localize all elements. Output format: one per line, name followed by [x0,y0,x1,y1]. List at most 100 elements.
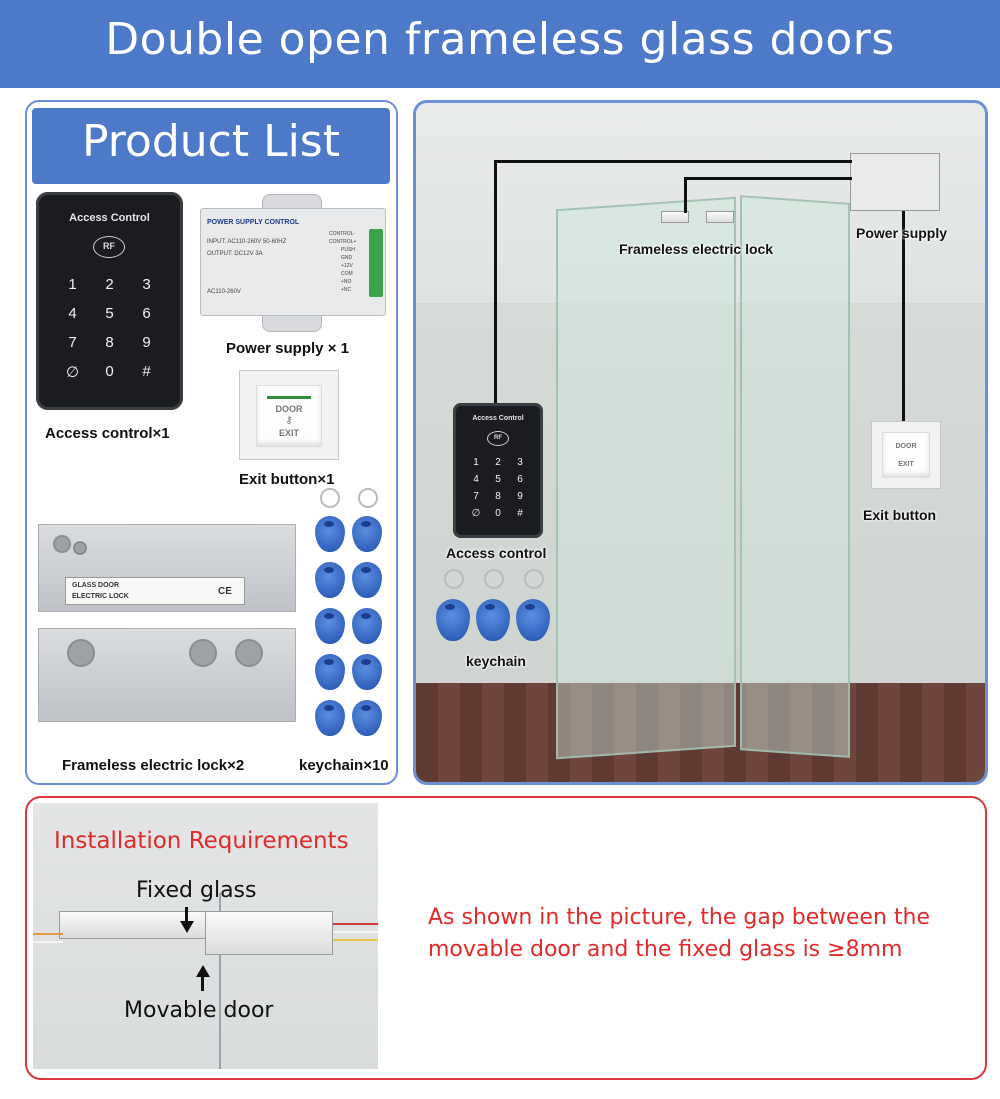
rfid-tag [352,608,382,644]
wire [902,211,905,421]
scene-label-frameless-lock: Frameless electric lock [619,241,774,257]
keypad-key: ∅ [65,364,80,381]
scene-rfid-tag [516,599,550,641]
scene-label-power-supply: Power supply [856,225,948,241]
product-list-header: Product List [32,108,390,184]
scene-exit-button: DOOR EXIT [871,421,941,489]
lock-device-right [205,911,333,955]
cable-white [333,931,378,933]
keypad-key: ∅ [471,508,481,519]
keypad-key: 6 [517,474,523,485]
mounting-hole [189,639,217,667]
keypad-key: 0 [495,508,501,519]
installation-title: Installation Requirements [54,828,349,854]
keypad-key: 6 [142,305,151,322]
scene-access-control-keypad: Access Control RF 1 2 3 4 5 6 7 8 9 ∅ 0 … [453,403,543,538]
rfid-tag [352,516,382,552]
psu-terminal-label: +12V [341,263,353,269]
keypad-key: 7 [68,334,77,351]
rfid-tag [352,562,382,598]
psu-terminal-label: COM [341,271,353,277]
scene-exit-top-text: DOOR [895,443,917,450]
cable-left-orange [33,933,63,935]
wire [494,160,852,163]
title-banner: Double open frameless glass doors [0,0,1000,88]
lock-plate-line2: ELECTRIC LOCK [72,593,129,600]
psu-terminal-label: GND [341,255,353,261]
movable-door-label: Movable door [124,998,274,1023]
rf-icon: RF [487,431,509,446]
keypad-key: 1 [68,276,77,293]
product-list-title: Product List [82,116,340,167]
electric-lock-body-image: GLASS DOOR ELECTRIC LOCK CE [38,524,296,612]
rfid-tag [352,700,382,736]
psu-input: INPUT: AC110-260V 50-60HZ [207,239,287,245]
scene-power-supply [850,153,940,211]
keypad-key: 4 [473,474,479,485]
exit-button-bottom-text: EXIT [278,428,299,438]
rfid-tag [352,654,382,690]
cable-left-white [33,941,63,943]
keychain-label: keychain×10 [299,757,389,774]
installation-photo [33,803,378,1069]
screw-hole [73,541,87,555]
keypad-key: 8 [495,491,501,502]
psu-terminal-label: CONTROL- [329,231,356,237]
psu-rating: AC110-260V [207,289,241,295]
keypad-key: 2 [495,457,501,468]
exit-button-top-text: DOOR [275,404,303,414]
scene-keypad-keys: 1 2 3 4 5 6 7 8 9 ∅ 0 # [465,457,531,519]
scene-exit-bottom-text: EXIT [898,461,914,468]
rfid-tag [315,608,345,644]
terminal-block [369,229,383,297]
keypad-key: 7 [473,491,479,502]
mounting-hole [235,639,263,667]
down-arrow-shaft [185,907,188,923]
ce-mark: CE [218,586,232,597]
keypad-key: 9 [517,491,523,502]
lock-nameplate: GLASS DOOR ELECTRIC LOCK CE [65,577,245,605]
psu-title: POWER SUPPLY CONTROL [207,219,300,226]
psu-terminal-label: +NC [341,287,352,293]
power-supply-label: Power supply × 1 [226,340,349,357]
scene-floor [416,683,985,782]
access-control-keypad-image: Access Control RF 1 2 3 4 5 6 7 8 9 ∅ 0 … [36,192,183,410]
keypad-key: 3 [517,457,523,468]
scene-label-exit-button: Exit button [863,507,937,523]
fixed-glass-edge [219,893,221,1069]
glass-door-left [556,196,736,760]
scene-lock [661,211,689,223]
keypad-key: # [142,363,151,380]
screw-hole [53,535,71,553]
psu-terminal-label: +NO [341,279,352,285]
installation-note: As shown in the picture, the gap between… [428,905,931,962]
glass-door-right [740,195,850,758]
banner-title: Double open frameless glass doors [105,14,895,65]
keypad-key: # [517,508,523,519]
keypad-key: 3 [142,276,151,293]
psu-terminal-label: CONTROL+ [329,239,357,245]
keypad-key: 5 [495,474,501,485]
rfid-tag [315,700,345,736]
exit-button-label: Exit button×1 [239,471,335,488]
scene-rfid-tag [436,599,470,641]
electric-lock-strike-image [38,628,296,722]
keypad-key: 5 [105,305,114,322]
rfid-tag [315,654,345,690]
rfid-tag [315,516,345,552]
mounting-hole [67,639,95,667]
keypad-key: 2 [105,276,114,293]
cable-red [333,923,378,925]
psu-terminal-label: PUSH [341,247,355,253]
wire [494,160,497,403]
rf-icon: RF [93,236,125,258]
psu-mount-ear [262,314,322,332]
rfid-tag [315,562,345,598]
scene-rfid-tag [476,599,510,641]
cable-yellow [333,939,378,941]
power-supply-image: POWER SUPPLY CONTROL INPUT: AC110-260V 5… [200,208,386,316]
wire [684,177,852,180]
key-icon: ⚷ [285,415,293,426]
keypad-keys: 1 2 3 4 5 6 7 8 9 ∅ 0 # [54,276,165,381]
keypad-title: Access Control [69,212,150,224]
